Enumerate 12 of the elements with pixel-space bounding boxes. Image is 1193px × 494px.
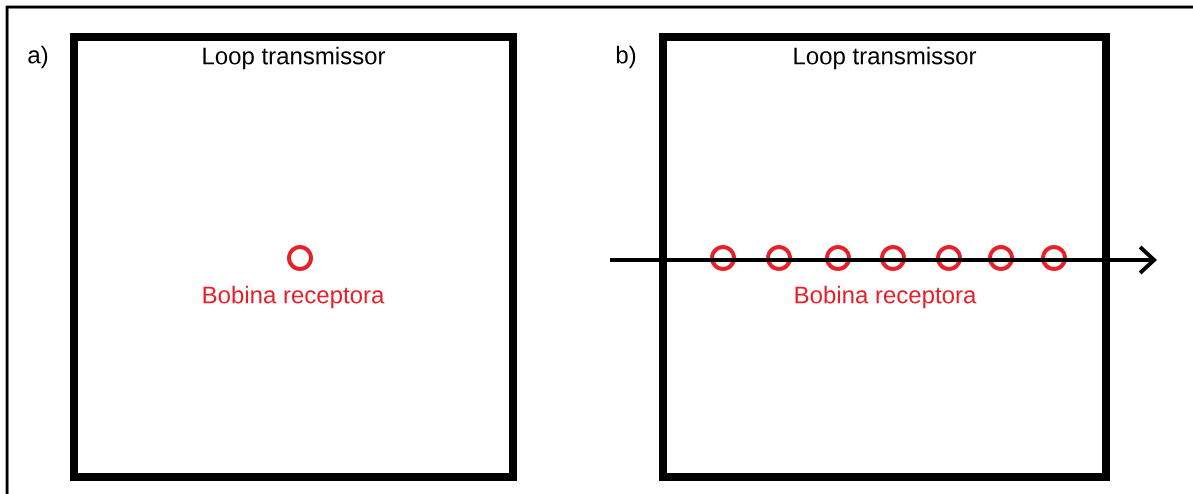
coil-circle xyxy=(825,245,851,271)
coil-circle xyxy=(766,245,792,271)
coil-circle xyxy=(936,245,962,271)
coil-label: Bobina receptora xyxy=(203,285,385,309)
coil-circle xyxy=(1041,245,1067,271)
coil-circle xyxy=(880,245,906,271)
coil-circle xyxy=(988,245,1014,271)
coil-label: Bobina receptora xyxy=(795,285,977,309)
panel-letter: a) xyxy=(28,45,48,69)
coil-circle xyxy=(287,245,313,271)
panel-letter: b) xyxy=(616,45,636,69)
coil-circle xyxy=(710,245,736,271)
